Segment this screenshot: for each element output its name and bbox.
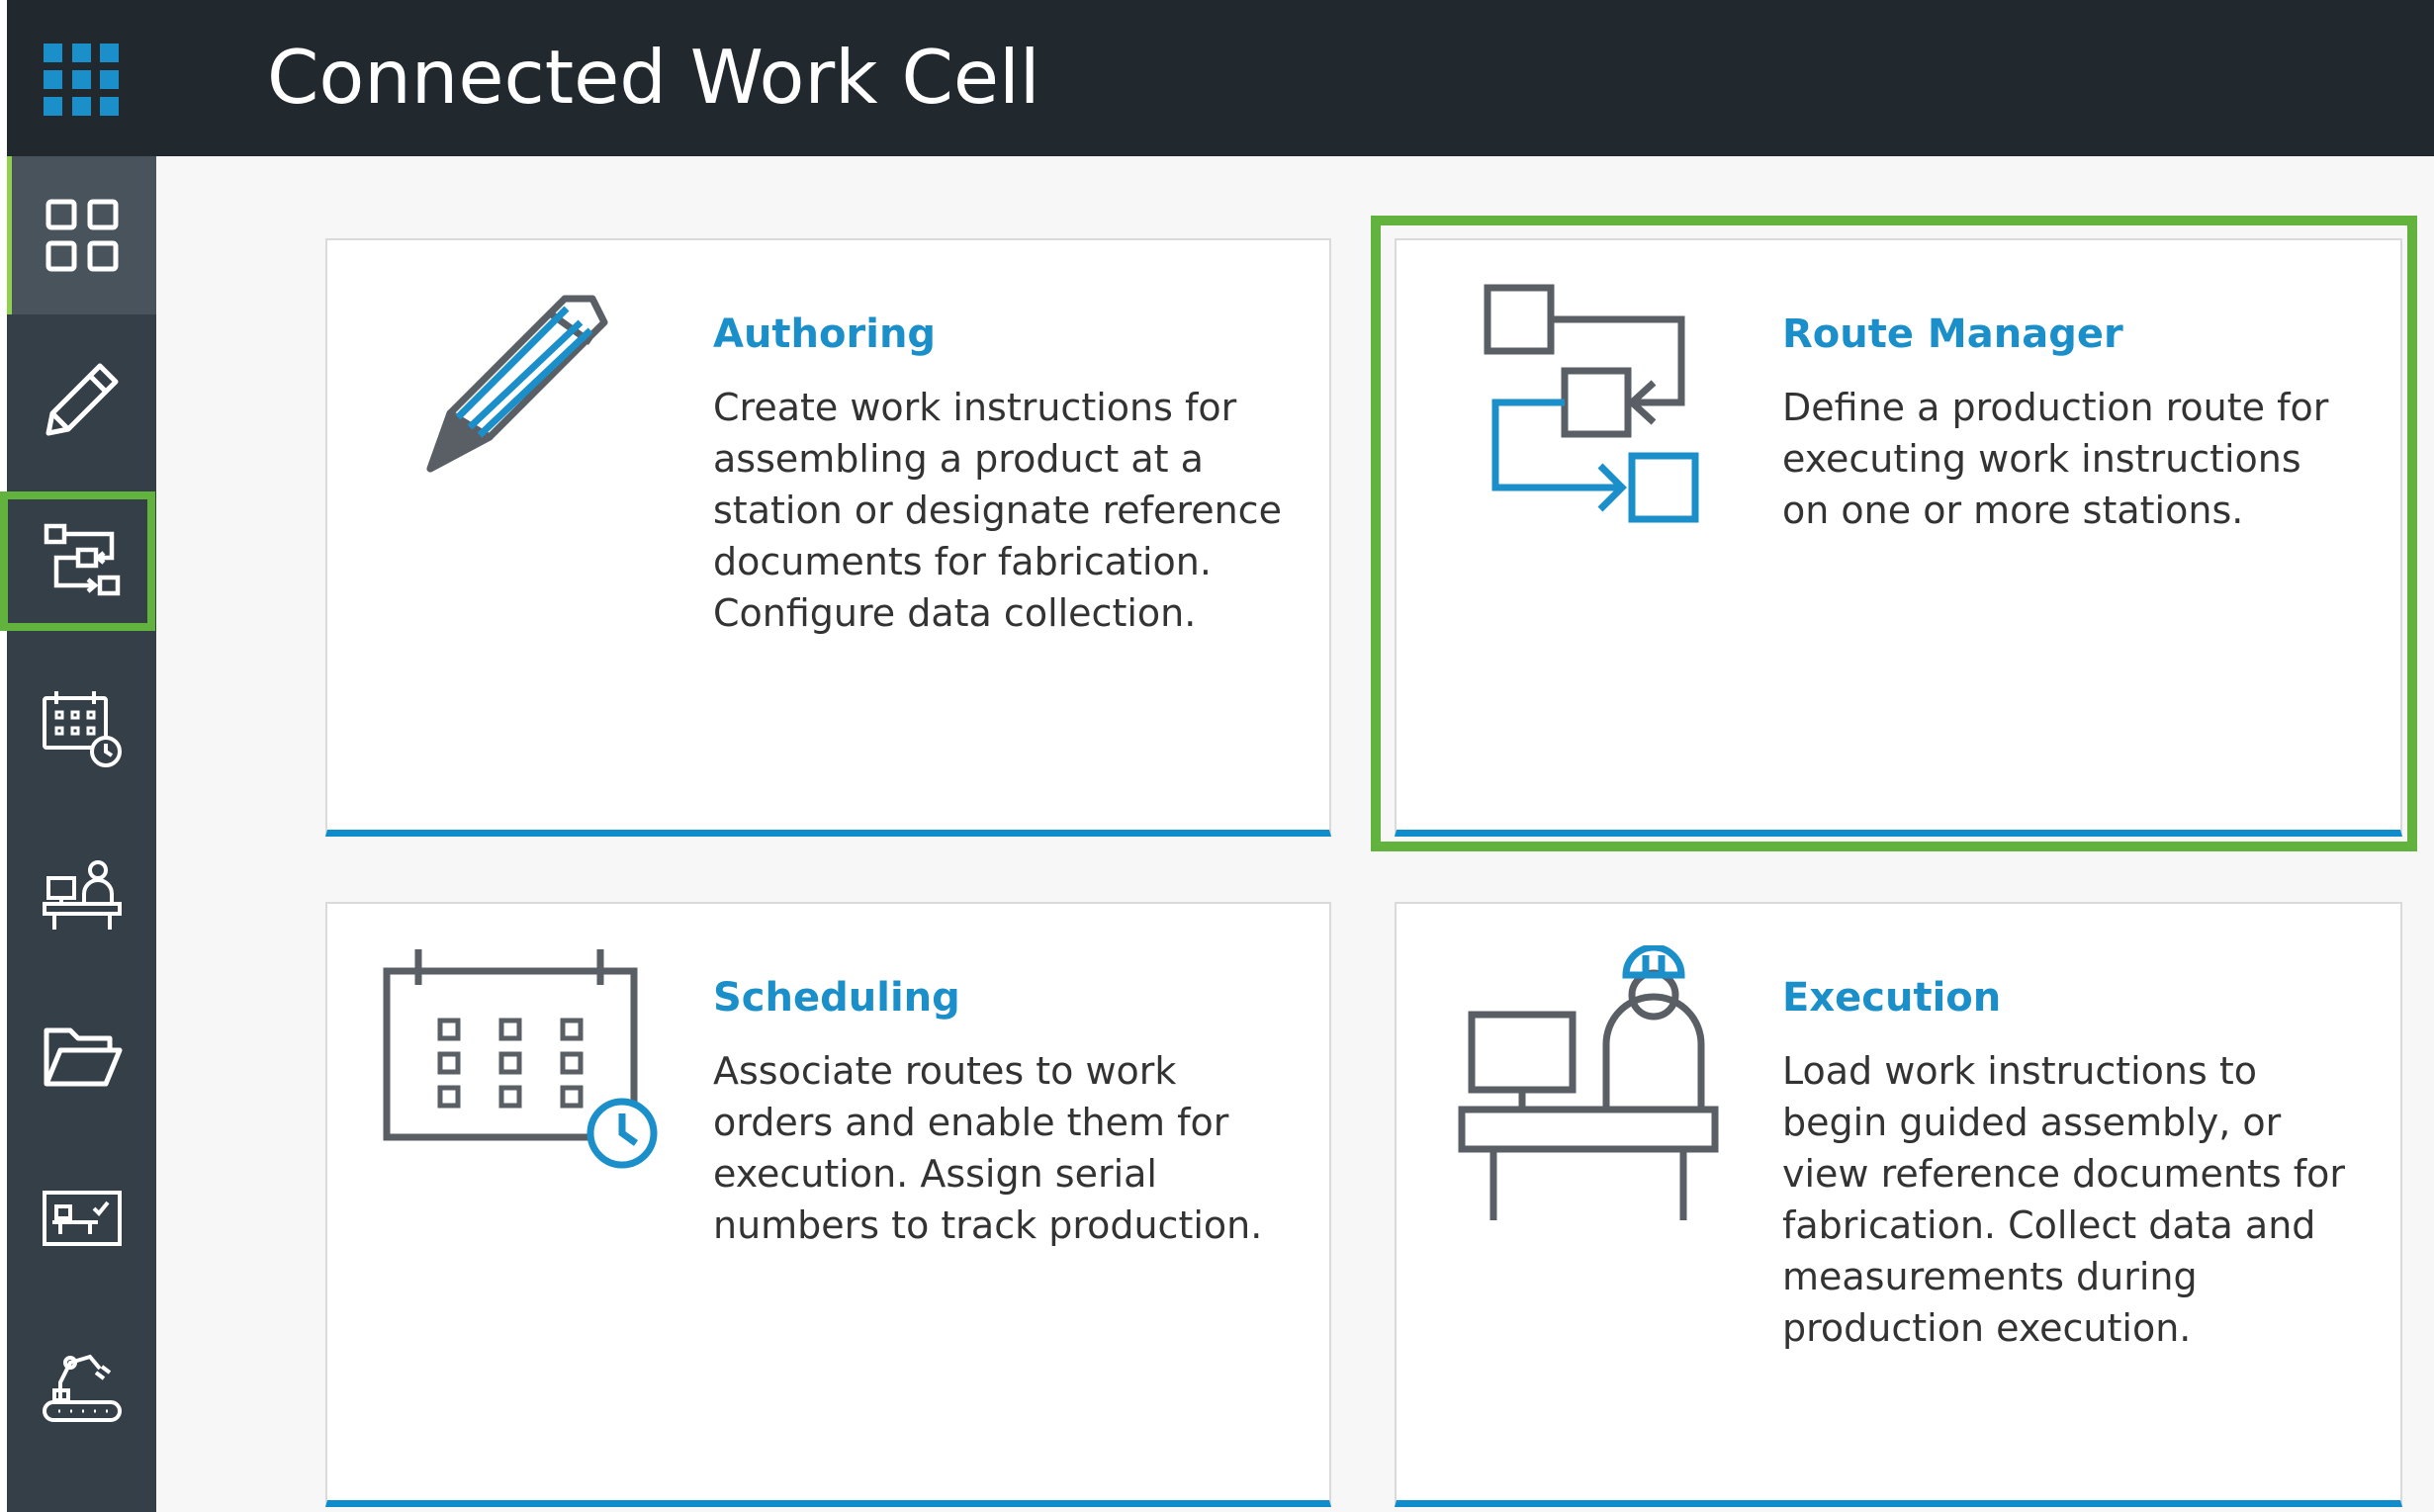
pencil-icon (45, 363, 118, 436)
sidebar-item-documents[interactable] (7, 977, 156, 1135)
card-authoring[interactable]: Authoring Create work instructions for a… (325, 238, 1331, 837)
calendar-clock-icon (42, 691, 122, 767)
station-monitor-icon (42, 1191, 122, 1246)
dashboard-grid-icon (45, 199, 118, 272)
folder-open-icon (44, 1027, 122, 1087)
card-title: Authoring (713, 311, 937, 357)
card-title: Scheduling (713, 975, 960, 1021)
card-description: Define a production route for executing … (1782, 386, 2329, 532)
app-title: Connected Work Cell (267, 34, 1040, 121)
sidebar-nav (7, 156, 156, 1512)
card-title: Route Manager (1782, 311, 2123, 357)
card-scheduling[interactable]: Scheduling Associate routes to work orde… (325, 902, 1331, 1507)
route-flow-icon (1484, 284, 1699, 523)
card-description: Load work instructions to begin guided a… (1782, 1049, 2345, 1350)
app-launcher-button[interactable] (37, 35, 126, 124)
route-flow-icon (44, 523, 120, 596)
app-grid-icon (44, 44, 119, 116)
card-title: Execution (1782, 975, 2002, 1021)
sidebar-item-station[interactable] (7, 1141, 156, 1299)
app-header: Connected Work Cell (7, 0, 2434, 156)
robot-conveyor-icon (42, 1354, 122, 1422)
card-description: Create work instructions for assembling … (713, 386, 1282, 635)
sidebar-item-equipment[interactable] (7, 1305, 156, 1464)
sidebar-item-route-manager[interactable] (7, 485, 156, 643)
window-edge (0, 0, 7, 1512)
operator-workstation-icon (1458, 945, 1719, 1220)
operator-workstation-icon (42, 860, 122, 930)
route-manager-highlight (1371, 216, 2417, 851)
card-execution[interactable]: Execution Load work instructions to begi… (1395, 902, 2402, 1507)
sidebar-item-dashboard[interactable] (7, 156, 156, 314)
pencil-icon (426, 295, 608, 473)
sidebar-item-execution[interactable] (7, 813, 156, 971)
card-route-manager[interactable]: Route Manager Define a production route … (1395, 238, 2402, 837)
sidebar-item-scheduling[interactable] (7, 649, 156, 807)
sidebar-item-authoring[interactable] (7, 320, 156, 479)
sidebar-route-manager-highlight (0, 491, 155, 631)
card-description: Associate routes to work orders and enab… (713, 1049, 1263, 1247)
calendar-clock-icon (383, 949, 658, 1169)
